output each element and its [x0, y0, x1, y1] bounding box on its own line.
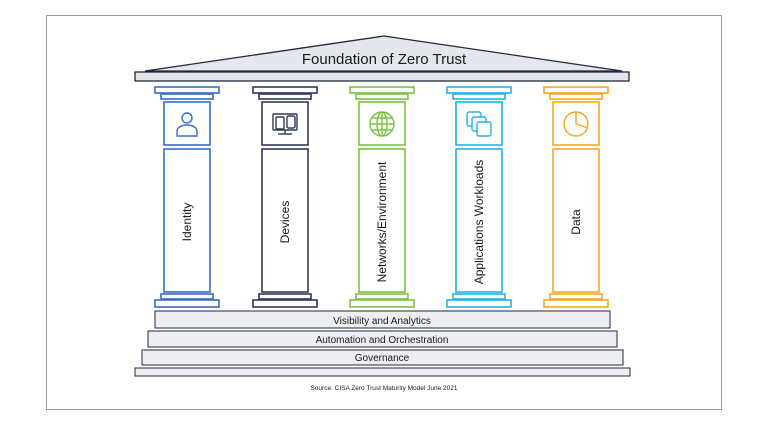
- roof-title: Foundation of Zero Trust: [302, 51, 467, 68]
- pillar-capital: [543, 86, 609, 94]
- layer-governance-label: Governance: [355, 353, 410, 364]
- pillar-base: [446, 299, 512, 308]
- pillar-icon-box: [261, 101, 309, 146]
- devices-icon: [272, 113, 298, 135]
- globe-icon: [369, 111, 395, 137]
- pillar-capital: [349, 86, 415, 94]
- pillar-shaft: [552, 148, 600, 293]
- diagram-frame: [46, 15, 722, 410]
- pillar-base-neck: [355, 293, 409, 300]
- pillar-capital-neck: [355, 93, 409, 100]
- pillar-shaft: [358, 148, 406, 293]
- pillar-label: Devices: [278, 201, 292, 244]
- pie-chart-icon: [563, 111, 589, 137]
- pillar-1: Identity: [154, 86, 220, 308]
- pillar-base: [543, 299, 609, 308]
- pillar-2: Devices: [252, 86, 318, 308]
- pillar-base: [154, 299, 220, 308]
- pillar-base-neck: [452, 293, 506, 300]
- stacked-windows-icon: [466, 111, 492, 137]
- layer-automation: [147, 330, 618, 348]
- pillar-shaft: [455, 148, 503, 293]
- pillar-shaft: [261, 148, 309, 293]
- pillar-label: Identity: [180, 203, 194, 242]
- pillar-label: Networks/Environment: [375, 161, 389, 282]
- pillar-label: Data: [569, 209, 583, 235]
- pillar-capital: [446, 86, 512, 94]
- pillars-group: Identity Devices Networks/Environment Appli…: [154, 86, 609, 308]
- pillar-3: Networks/Environment: [349, 86, 415, 308]
- roof-beam: [134, 71, 630, 82]
- pillar-label: Applications Workloads: [472, 160, 486, 285]
- pillar-capital: [252, 86, 318, 94]
- roof-pediment: [144, 35, 623, 72]
- pillar-4: Applications Workloads: [446, 86, 512, 308]
- pillar-base: [252, 299, 318, 308]
- layer-visibility-label: Visibility and Analytics: [333, 316, 431, 327]
- pillar-base: [349, 299, 415, 308]
- layer-automation-label: Automation and Orchestration: [316, 335, 449, 346]
- pillar-capital-neck: [160, 93, 214, 100]
- person-icon: [176, 112, 198, 137]
- pillar-5: Data: [543, 86, 609, 308]
- layer-visibility: [154, 310, 611, 329]
- pillar-base-neck: [160, 293, 214, 300]
- pillar-capital-neck: [549, 93, 603, 100]
- pillar-capital-neck: [258, 93, 312, 100]
- source-caption: Source: CISA Zero Trust Maturity Model J…: [310, 385, 457, 392]
- layer-governance: [141, 349, 624, 366]
- pillar-base-neck: [549, 293, 603, 300]
- pillar-base-neck: [258, 293, 312, 300]
- pillar-icon-box: [455, 101, 503, 146]
- pillar-shaft: [163, 148, 211, 293]
- pillar-capital-neck: [452, 93, 506, 100]
- pillar-capital: [154, 86, 220, 94]
- base-plinth: [134, 367, 631, 377]
